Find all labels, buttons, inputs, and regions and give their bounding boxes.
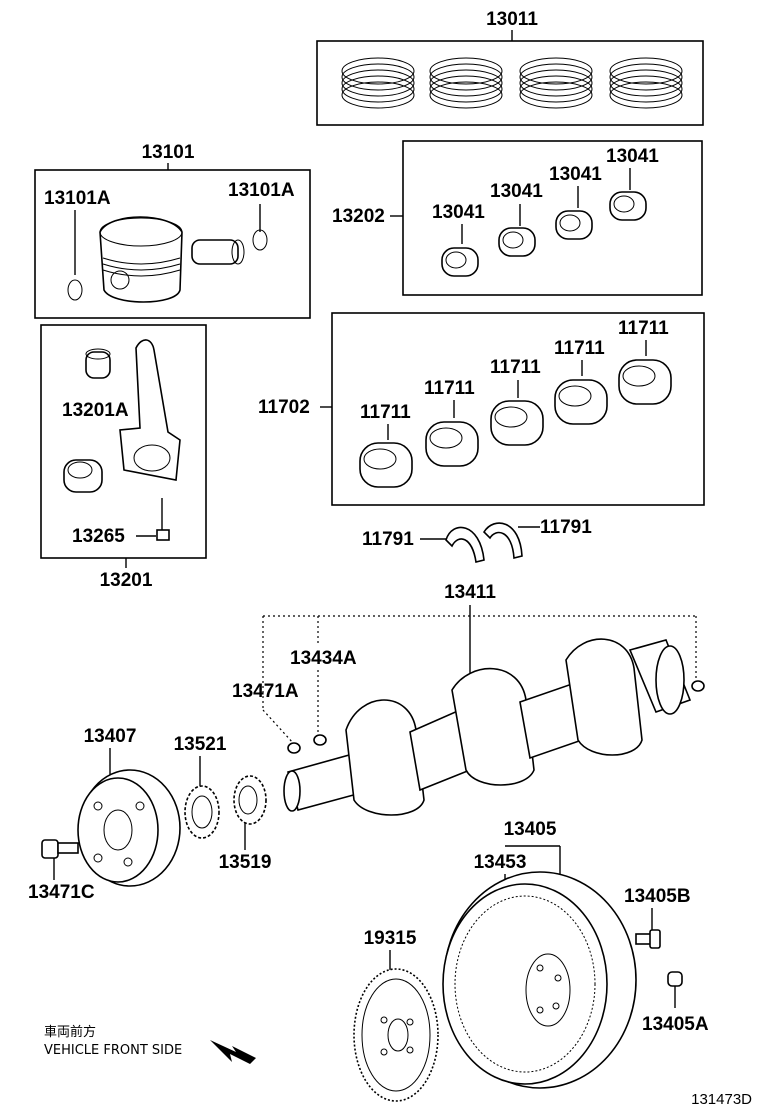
connecting-rod xyxy=(63,339,181,541)
conrod-box xyxy=(40,324,207,559)
flywheel xyxy=(442,871,637,1089)
gear-washer xyxy=(233,775,267,825)
rings-box xyxy=(316,40,704,126)
label-rod-bearing-3: 13041 xyxy=(549,164,602,185)
label-conrod-bush: 13201A xyxy=(62,400,129,421)
flywheel-bolt xyxy=(635,929,661,949)
label-conrod-bolt: 13265 xyxy=(72,526,125,547)
piston xyxy=(67,216,268,303)
main-bearings xyxy=(359,340,672,488)
label-main-bearing-group: 11702 xyxy=(258,397,310,418)
thrust-washers xyxy=(445,522,523,563)
label-rod-bearing-2: 13041 xyxy=(490,181,543,202)
label-piston-pin-right: 13101A xyxy=(228,180,295,201)
label-rings-set: 13011 xyxy=(486,9,538,30)
label-conrod-assy: 13201 xyxy=(100,570,153,591)
label-gear-washer: 13519 xyxy=(219,852,272,873)
label-ring-gear: 13453 xyxy=(474,852,527,873)
label-main-bearing-3: 11711 xyxy=(490,357,541,378)
rod-bearings xyxy=(441,168,647,277)
piston-ring-set xyxy=(341,57,683,109)
label-rod-bearing-group: 13202 xyxy=(332,206,385,227)
crank-pulley xyxy=(77,769,181,887)
label-main-bearing-1: 11711 xyxy=(360,402,411,423)
main-bearing-box xyxy=(331,312,705,506)
timing-gear xyxy=(184,785,220,839)
direction-japanese: 車両前方 xyxy=(44,1024,96,1040)
label-flywheel-pin: 13405A xyxy=(642,1014,709,1035)
label-main-bearing-4: 11711 xyxy=(554,338,605,359)
piston-box xyxy=(34,169,311,319)
label-pulley-bolt: 13471C xyxy=(28,882,95,903)
rod-bearing-box xyxy=(402,140,703,296)
label-timing-gear: 13521 xyxy=(174,734,227,755)
label-flywheel-bolt: 13405B xyxy=(624,886,691,907)
pulley-bolt xyxy=(41,839,79,859)
label-thrust-washer-left: 11791 xyxy=(362,529,414,550)
front-arrow-icon xyxy=(210,1040,256,1064)
label-piston-assy: 13101 xyxy=(142,142,195,163)
label-crank-key: 13434A xyxy=(290,648,357,669)
label-main-bearing-2: 11711 xyxy=(424,378,475,399)
direction-english: VEHICLE FRONT SIDE xyxy=(44,1043,182,1058)
figure-code: 131473D xyxy=(691,1091,752,1108)
drive-plate xyxy=(353,968,439,1102)
label-thrust-washer-right: 11791 xyxy=(540,517,592,538)
label-crank-pin: 13471A xyxy=(232,681,299,702)
label-main-bearing-5: 11711 xyxy=(618,318,669,339)
label-crankshaft: 13411 xyxy=(444,582,496,603)
label-piston-pin-left: 13101A xyxy=(44,188,111,209)
label-drive-plate: 19315 xyxy=(364,928,417,949)
label-flywheel-assy: 13405 xyxy=(504,819,557,840)
crankshaft xyxy=(283,638,705,816)
label-rod-bearing-1: 13041 xyxy=(432,202,485,223)
label-rod-bearing-4: 13041 xyxy=(606,146,659,167)
flywheel-pin xyxy=(667,971,683,987)
label-pulley: 13407 xyxy=(84,726,137,747)
